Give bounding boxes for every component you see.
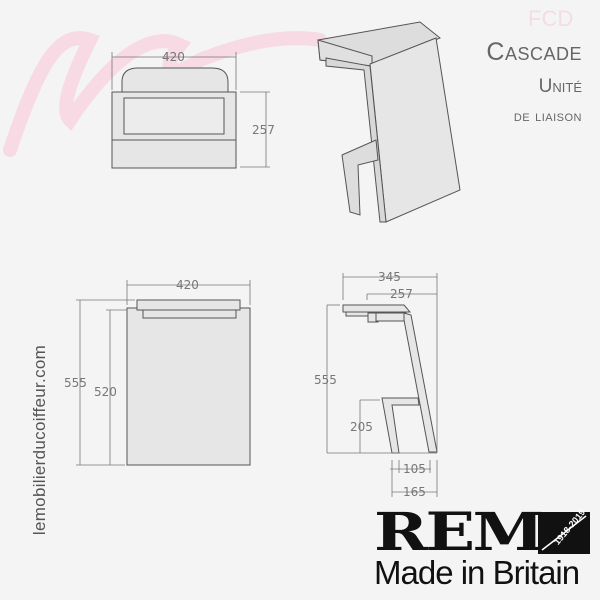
product-title: Cascade [486, 38, 582, 66]
front-view-top [111, 67, 237, 169]
dim-side-leg-inner: 105 [403, 462, 426, 476]
decorative-swoosh [3, 31, 327, 157]
isometric-view [317, 21, 461, 223]
dim-front-height-total: 555 [64, 376, 87, 390]
product-subtitle-2: de liaison [513, 108, 582, 125]
side-view [342, 304, 438, 454]
dim-front-height-panel: 520 [94, 385, 117, 399]
dim-front-top-width: 420 [162, 50, 185, 64]
dim-side-height: 555 [314, 373, 337, 387]
dim-front-top-height: 257 [252, 123, 275, 137]
watermark: FCD [528, 6, 574, 31]
dim-side-footrest-height: 205 [350, 420, 373, 434]
dim-side-leg-outer: 165 [403, 485, 426, 499]
dimension-lines [76, 52, 438, 497]
dim-side-top-depth: 257 [390, 287, 413, 301]
website-text: lemobilierducoiffeur.com [30, 344, 49, 536]
rem-logo-mark [538, 512, 590, 554]
product-subtitle-1: Unité [538, 76, 582, 97]
dim-side-depth: 345 [378, 270, 401, 284]
brand-name: REM [374, 502, 545, 563]
dim-front-width: 420 [176, 278, 199, 292]
front-view [126, 299, 251, 466]
brand-tagline: Made in Britain [374, 554, 580, 591]
